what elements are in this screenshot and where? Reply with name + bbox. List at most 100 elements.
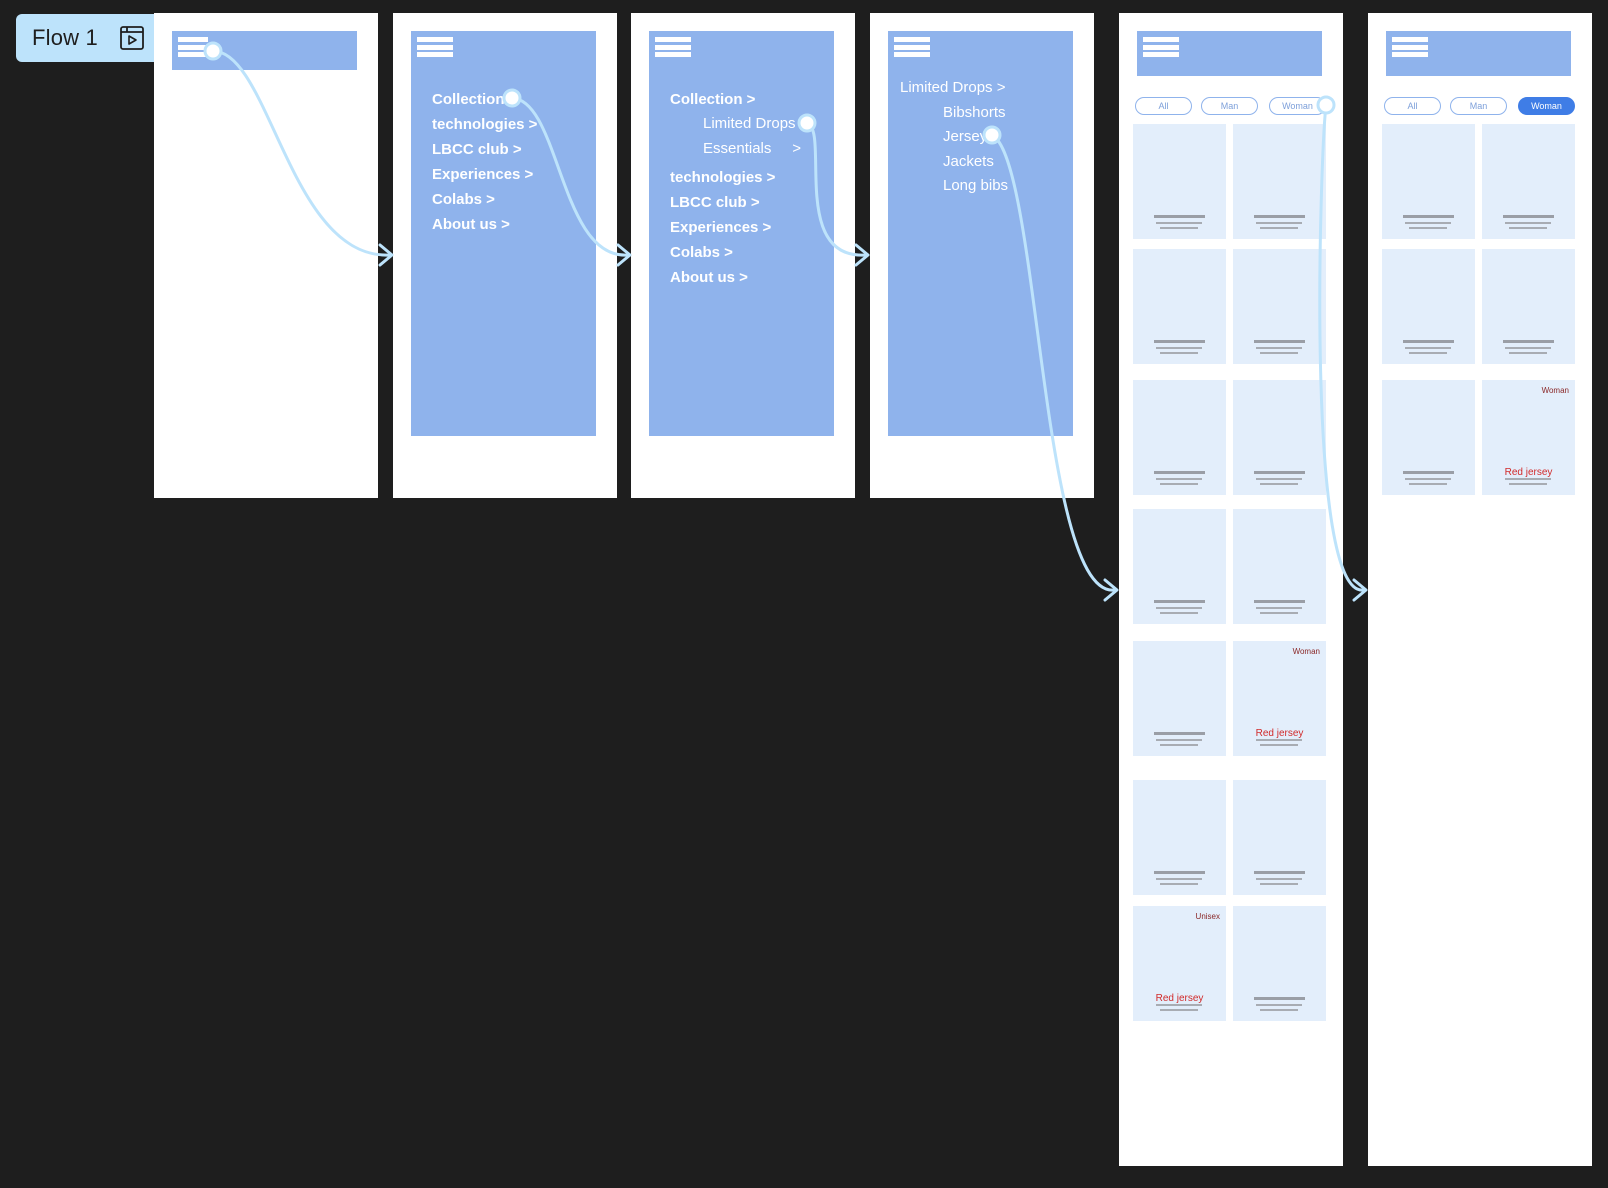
hamburger-menu-icon[interactable] bbox=[894, 37, 930, 63]
submenu-item-jackets[interactable]: Jackets bbox=[943, 153, 994, 170]
hamburger-menu-icon[interactable] bbox=[417, 37, 453, 63]
card-title: Red jersey bbox=[1504, 467, 1553, 478]
product-card[interactable] bbox=[1233, 509, 1326, 624]
product-card[interactable] bbox=[1133, 780, 1226, 895]
menu-item-colabs[interactable]: Colabs > bbox=[670, 244, 733, 261]
product-card[interactable] bbox=[1133, 124, 1226, 239]
product-card[interactable] bbox=[1382, 124, 1475, 239]
card-line bbox=[1160, 1009, 1198, 1011]
card-line bbox=[1260, 1009, 1298, 1011]
hamburger-menu-icon[interactable] bbox=[655, 37, 691, 63]
flow-label[interactable]: Flow 1 bbox=[16, 14, 154, 62]
card-line bbox=[1405, 347, 1451, 349]
card-tag: Woman bbox=[1541, 386, 1569, 395]
connector-line bbox=[510, 96, 630, 257]
menu-item-technologies[interactable]: technologies > bbox=[432, 116, 538, 133]
product-card[interactable] bbox=[1133, 380, 1226, 495]
card-line bbox=[1254, 215, 1305, 218]
hamburger-menu-icon[interactable] bbox=[1143, 37, 1179, 63]
card-line bbox=[1254, 600, 1305, 603]
product-card[interactable] bbox=[1133, 249, 1226, 364]
menu-item-about-us[interactable]: About us > bbox=[432, 216, 510, 233]
card-line bbox=[1260, 352, 1298, 354]
card-line bbox=[1160, 483, 1198, 485]
submenu-heading-limited-drops[interactable]: Limited Drops > bbox=[900, 79, 1006, 96]
product-card[interactable] bbox=[1233, 780, 1326, 895]
card-line bbox=[1260, 612, 1298, 614]
play-frame-icon[interactable] bbox=[119, 25, 145, 51]
card-line bbox=[1160, 883, 1198, 885]
hamburger-menu-icon[interactable] bbox=[1392, 37, 1428, 63]
menu-item-colabs[interactable]: Colabs > bbox=[432, 191, 495, 208]
product-card[interactable] bbox=[1233, 124, 1326, 239]
card-line bbox=[1156, 222, 1202, 224]
hamburger-menu-icon[interactable] bbox=[178, 37, 208, 63]
menu-item-experiences[interactable]: Experiences > bbox=[670, 219, 772, 236]
card-line bbox=[1160, 744, 1198, 746]
card-line bbox=[1509, 352, 1547, 354]
card-line bbox=[1154, 871, 1205, 874]
card-line bbox=[1254, 340, 1305, 343]
card-line bbox=[1154, 471, 1205, 474]
product-card[interactable] bbox=[1482, 249, 1575, 364]
filter-all[interactable]: All bbox=[1135, 97, 1192, 115]
card-line bbox=[1154, 732, 1205, 735]
product-card[interactable] bbox=[1482, 124, 1575, 239]
card-line bbox=[1503, 340, 1554, 343]
card-line bbox=[1154, 340, 1205, 343]
arrow-head-icon bbox=[616, 243, 632, 267]
submenu-item-long-bibs[interactable]: Long bibs bbox=[943, 177, 1009, 194]
frame-collection-menu: Collection > Limited Drops Essentials > … bbox=[631, 13, 855, 498]
connector-line bbox=[990, 133, 1117, 592]
card-line bbox=[1156, 739, 1202, 741]
connector-node bbox=[1316, 95, 1336, 115]
menu-item-collection[interactable]: Collection > bbox=[670, 91, 756, 108]
filter-man[interactable]: Man bbox=[1201, 97, 1258, 115]
card-line bbox=[1156, 478, 1202, 480]
submenu-item-bibshorts[interactable]: Bibshorts bbox=[943, 104, 1006, 121]
product-card[interactable] bbox=[1233, 906, 1326, 1021]
filter-man[interactable]: Man bbox=[1450, 97, 1507, 115]
product-card[interactable] bbox=[1233, 380, 1326, 495]
menu-item-technologies[interactable]: technologies > bbox=[670, 169, 776, 186]
menu-item-lbcc-club[interactable]: LBCC club > bbox=[670, 194, 760, 211]
connector-node bbox=[982, 125, 1002, 145]
arrow-head-icon bbox=[1103, 578, 1119, 602]
card-line bbox=[1156, 607, 1202, 609]
card-line bbox=[1260, 883, 1298, 885]
card-line bbox=[1403, 215, 1454, 218]
flow-label-text: Flow 1 bbox=[32, 25, 98, 50]
card-line bbox=[1256, 478, 1302, 480]
card-title: Red jersey bbox=[1255, 728, 1304, 739]
menu-item-about-us[interactable]: About us > bbox=[670, 269, 748, 286]
menu-item-experiences[interactable]: Experiences > bbox=[432, 166, 534, 183]
card-line bbox=[1156, 347, 1202, 349]
card-title: Red jersey bbox=[1155, 993, 1204, 1004]
filter-woman-active[interactable]: Woman bbox=[1518, 97, 1575, 115]
submenu-item-essentials[interactable]: Essentials > bbox=[703, 140, 801, 157]
product-card[interactable] bbox=[1233, 249, 1326, 364]
menu-item-lbcc-club[interactable]: LBCC club > bbox=[432, 141, 522, 158]
card-line bbox=[1403, 471, 1454, 474]
menu-item-collection[interactable]: Collection bbox=[432, 91, 505, 108]
card-line bbox=[1505, 347, 1551, 349]
card-line bbox=[1509, 483, 1547, 485]
arrow-head-icon bbox=[1352, 578, 1368, 602]
card-line bbox=[1403, 340, 1454, 343]
product-card[interactable] bbox=[1133, 509, 1226, 624]
submenu-item-limited-drops[interactable]: Limited Drops bbox=[703, 115, 796, 132]
card-line bbox=[1503, 215, 1554, 218]
card-line bbox=[1160, 352, 1198, 354]
filter-woman[interactable]: Woman bbox=[1269, 97, 1326, 115]
filter-all[interactable]: All bbox=[1384, 97, 1441, 115]
card-line bbox=[1505, 222, 1551, 224]
product-card[interactable] bbox=[1382, 249, 1475, 364]
card-line bbox=[1256, 1004, 1302, 1006]
submenu-item-jersey[interactable]: Jersey bbox=[943, 128, 988, 145]
product-card[interactable] bbox=[1133, 641, 1226, 756]
product-card[interactable] bbox=[1382, 380, 1475, 495]
card-line bbox=[1254, 997, 1305, 1000]
